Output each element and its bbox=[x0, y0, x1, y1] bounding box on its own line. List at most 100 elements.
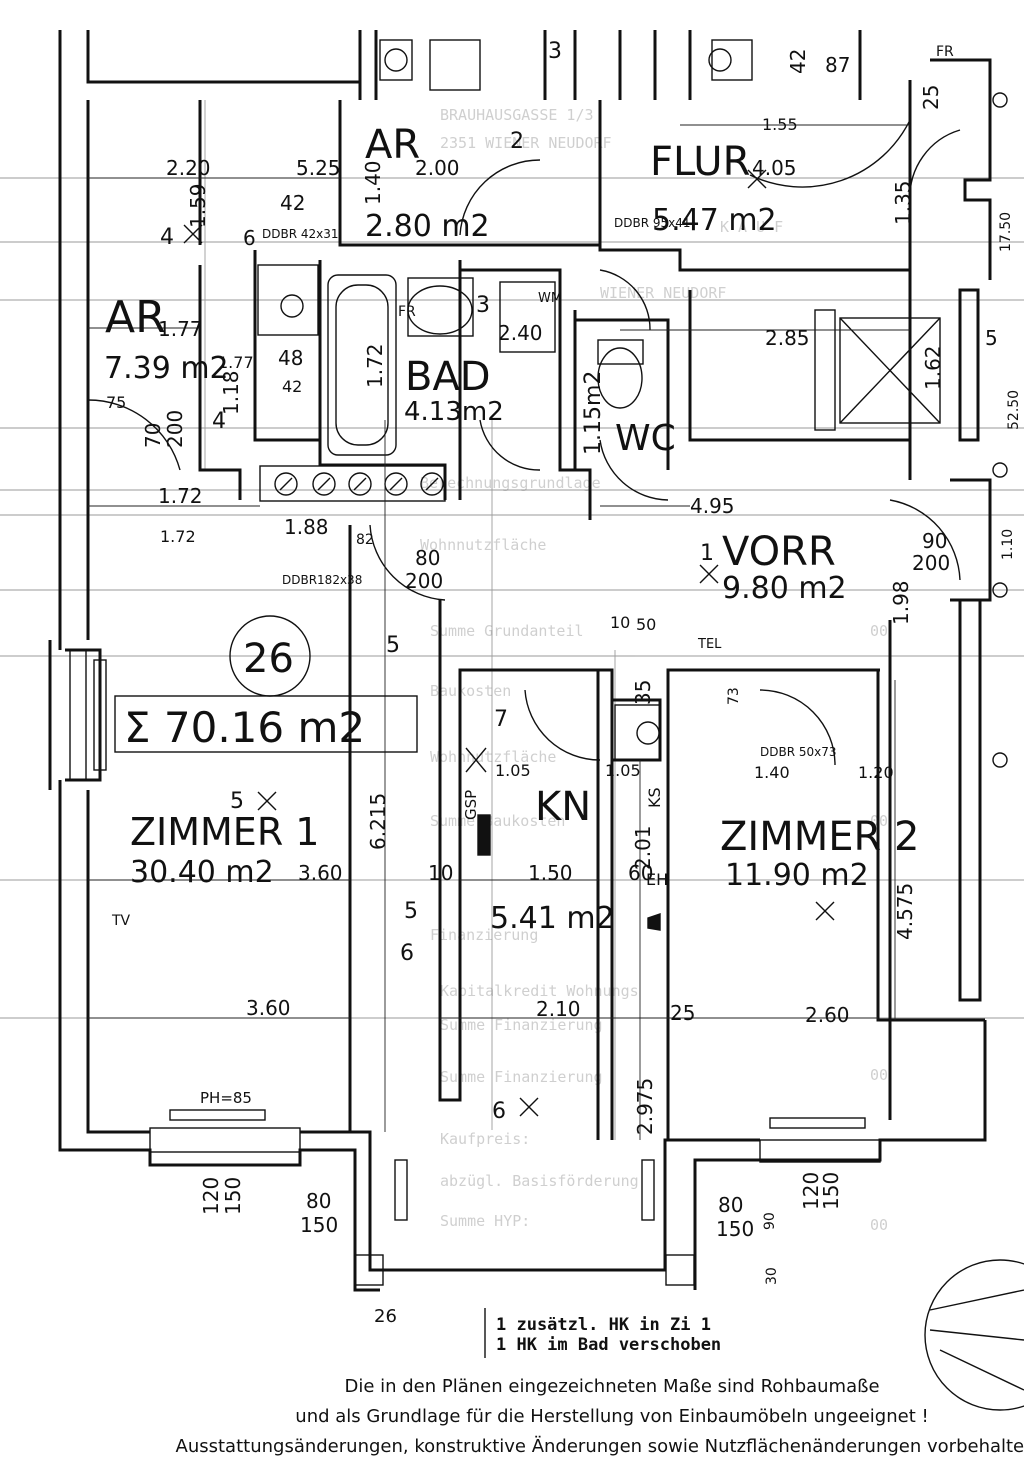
svg-text:7: 7 bbox=[494, 707, 508, 732]
svg-text:00: 00 bbox=[870, 622, 888, 640]
room-area-ar-left: 7.39 m2 bbox=[104, 351, 229, 386]
ddbr-label: DDBR 95x41 bbox=[614, 216, 691, 230]
toilet bbox=[597, 347, 643, 409]
walls bbox=[48, 30, 992, 1292]
apartment-summary: 26 Σ 70.16 m2 bbox=[114, 615, 418, 753]
bleed-through-text: BRAUHAUSGASSE 1/3 2351 WIENER NEUDORF K … bbox=[420, 106, 888, 1234]
dim-label: 1.50 bbox=[528, 861, 573, 885]
dim-label: 6.215 bbox=[366, 793, 390, 850]
dim-label: 200 bbox=[912, 551, 950, 575]
door-swings bbox=[87, 119, 961, 766]
fixture-label: FR bbox=[398, 304, 416, 320]
svg-text:00: 00 bbox=[870, 1216, 888, 1234]
small-labels: DDBR 42x31 DDBR 95x41 DDBR182x38 DDBR 50… bbox=[111, 44, 954, 929]
fixtures bbox=[257, 39, 1008, 931]
dim-label: 1.40 bbox=[754, 763, 790, 782]
dim-label: 48 bbox=[278, 346, 303, 370]
ddbr-label: DDBR182x38 bbox=[282, 573, 362, 587]
apartment-total-area: Σ 70.16 m2 bbox=[124, 703, 365, 752]
dim-label: 1.77 bbox=[158, 317, 203, 341]
svg-text:6: 6 bbox=[400, 941, 414, 966]
dim-label: 2.20 bbox=[166, 156, 211, 180]
dim-label: 80 bbox=[306, 1189, 331, 1213]
svg-text:Finanzierung: Finanzierung bbox=[430, 926, 538, 944]
svg-text:4: 4 bbox=[212, 409, 226, 434]
svg-text:Summe Grundanteil: Summe Grundanteil bbox=[430, 622, 584, 640]
dim-label: 87 bbox=[825, 53, 850, 77]
footer-disclaimer: Die in den Plänen eingezeichneten Maße s… bbox=[176, 1376, 1024, 1457]
room-area-bad: 4.13m2 bbox=[404, 397, 504, 427]
svg-text:Wohnnutzfläche: Wohnnutzfläche bbox=[430, 748, 556, 766]
dim-label: 42 bbox=[786, 49, 810, 74]
boiler bbox=[257, 264, 319, 336]
dim-label: 90 bbox=[762, 1212, 778, 1230]
dim-label: 1.40 bbox=[361, 160, 385, 205]
fixture-label: WM bbox=[538, 291, 562, 306]
fixture-label: KS bbox=[645, 787, 664, 808]
dim-label: 42 bbox=[282, 377, 302, 396]
svg-text:abzügl. Basisförderung: abzügl. Basisförderung bbox=[440, 1172, 639, 1190]
dim-label: 2.975 bbox=[633, 1078, 657, 1135]
fixture-label: TV bbox=[111, 913, 131, 929]
room-area-zimmer1: 30.40 m2 bbox=[130, 855, 274, 890]
washbasin bbox=[407, 285, 473, 335]
room-area-vorr: 9.80 m2 bbox=[722, 571, 847, 606]
dim-label: 52.50 bbox=[1006, 390, 1022, 430]
dim-label: 70 bbox=[141, 423, 165, 448]
svg-text:Summe Finanzierung: Summe Finanzierung bbox=[440, 1068, 603, 1086]
svg-text:Kaufpreis:: Kaufpreis: bbox=[440, 1130, 530, 1148]
svg-text:4: 4 bbox=[160, 225, 174, 250]
svg-text:6: 6 bbox=[492, 1099, 506, 1124]
dim-label: 1.18 bbox=[219, 370, 243, 415]
room-area-zimmer2: 11.90 m2 bbox=[725, 858, 869, 893]
dim-label: 25 bbox=[919, 85, 943, 110]
svg-text:K A U F: K A U F bbox=[720, 218, 783, 236]
dim-label: 1.59 bbox=[186, 183, 210, 228]
dim-label: 1.72 bbox=[158, 484, 203, 508]
annotation-markers bbox=[183, 169, 835, 1117]
room-name-bad: BAD bbox=[405, 354, 491, 400]
room-name-wc: WC bbox=[615, 418, 676, 459]
dim-label: 5 bbox=[985, 326, 998, 350]
dim-label: 120 bbox=[199, 1177, 223, 1215]
dim-label: 3.60 bbox=[298, 861, 343, 885]
svg-text:Summe Baukosten: Summe Baukosten bbox=[430, 812, 565, 830]
dim-label: 82 bbox=[356, 532, 374, 548]
footer-line-1: Die in den Plänen eingezeichneten Maße s… bbox=[344, 1376, 879, 1397]
ddbr-label: DDBR 50x73 bbox=[760, 745, 837, 759]
dim-label: 1.77 bbox=[218, 353, 254, 372]
dim-label: 1.35 bbox=[891, 180, 915, 225]
room-name-ar-left: AR bbox=[105, 292, 166, 343]
dim-label: 80 bbox=[415, 546, 440, 570]
dim-label: 150 bbox=[300, 1213, 338, 1237]
room-labels: AR 7.39 m2 AR 2.80 m2 FLUR 5.47 m2 BAD 4… bbox=[104, 122, 919, 936]
svg-text:2: 2 bbox=[510, 129, 524, 154]
svg-text:5: 5 bbox=[230, 789, 244, 814]
dim-label: 2.01 bbox=[631, 825, 655, 870]
dim-label: 200 bbox=[163, 410, 187, 448]
dim-label: 150 bbox=[716, 1217, 754, 1241]
svg-text:Summe HYP:: Summe HYP: bbox=[440, 1212, 530, 1230]
dim-label: 25 bbox=[670, 1001, 695, 1025]
dim-label: PH=85 bbox=[200, 1089, 252, 1107]
dim-label: 42 bbox=[280, 191, 305, 215]
ddbr-label: DDBR 42x31 bbox=[262, 227, 339, 241]
dim-label: 17.50 bbox=[998, 212, 1014, 252]
bathtub bbox=[327, 274, 397, 456]
dim-label: 6 bbox=[243, 226, 256, 250]
svg-text:BRAUHAUSGASSE 1/3: BRAUHAUSGASSE 1/3 bbox=[440, 106, 594, 124]
room-name-kn: KN bbox=[535, 784, 591, 830]
fixture-label: FR bbox=[936, 44, 954, 60]
dim-label: 200 bbox=[405, 569, 443, 593]
dim-label: 10 bbox=[428, 861, 453, 885]
room-area-ar-top: 2.80 m2 bbox=[365, 209, 490, 244]
dim-label: 60 bbox=[628, 861, 653, 885]
room-area-flur: 5.47 m2 bbox=[652, 203, 777, 238]
svg-text:Summe Finanzierung: Summe Finanzierung bbox=[440, 1016, 603, 1034]
dim-label: 1.05 bbox=[495, 761, 531, 780]
svg-text:5: 5 bbox=[404, 899, 418, 924]
note-box: 1 zusätzl. HK in Zi 1 1 HK im Bad versch… bbox=[484, 1308, 721, 1358]
fixture-label: GSP bbox=[462, 790, 480, 820]
dim-label: 35 bbox=[631, 680, 655, 705]
